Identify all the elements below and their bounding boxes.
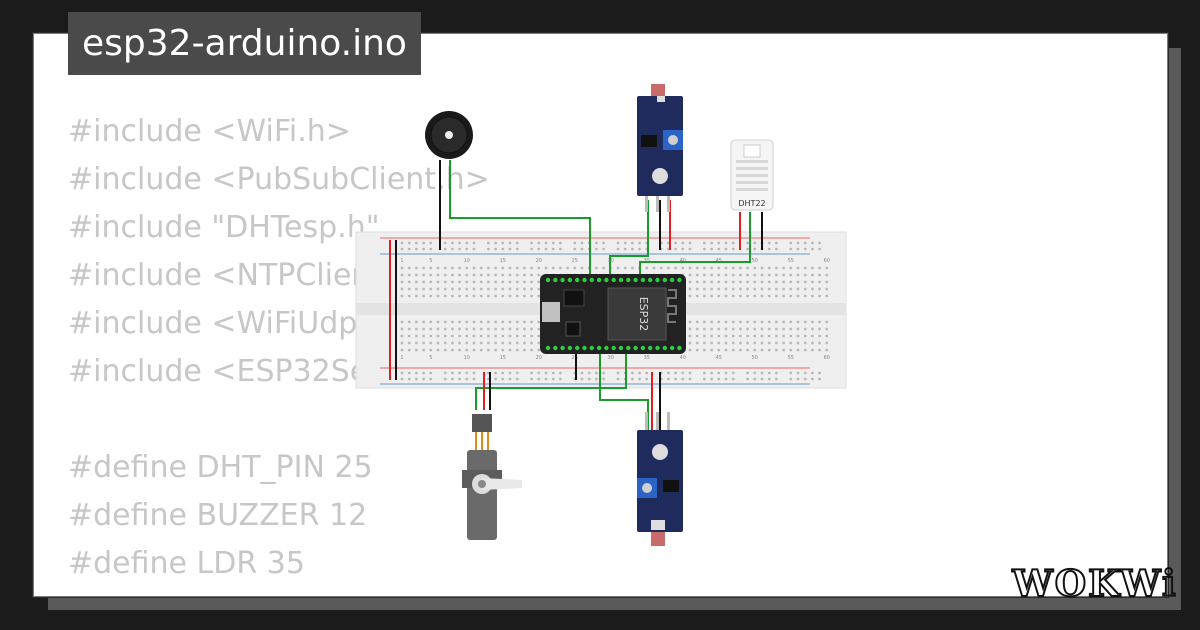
breadboard-column-label: 50: [752, 355, 758, 361]
esp32-pin: [626, 277, 631, 283]
esp32-pin: [567, 345, 573, 351]
esp32-pins: [545, 277, 682, 351]
esp32-pin: [677, 277, 682, 283]
breadboard-column-label: 25: [572, 355, 578, 361]
code-preview: #include <WiFi.h> #include <PubSubClient.…: [68, 108, 490, 596]
esp32-pin: [567, 277, 573, 283]
ldr-sensor-top: [637, 84, 683, 212]
code-line: #define DHT_PIN 25: [68, 450, 373, 485]
esp32-pin: [662, 345, 667, 351]
esp32-pin: [655, 345, 660, 351]
breadboard-column-label: 20: [536, 355, 542, 361]
breadboard-column-label: 40: [680, 355, 686, 361]
code-line: #define MOTOR 13: [68, 588, 490, 596]
esp32-pin: [553, 345, 558, 351]
code-line: #include "DHTesp.h": [68, 210, 380, 245]
wires: [389, 160, 763, 430]
wire-ldr-top-signal: [609, 200, 649, 278]
esp32-pin: [589, 345, 594, 351]
breadboard-column-label: 50: [752, 258, 758, 264]
wokwi-logo: WOKWi: [1010, 562, 1177, 606]
esp32-pin: [611, 345, 616, 351]
breadboard-column-label: 55: [788, 355, 794, 361]
esp32-pin: [604, 277, 609, 283]
esp32-pin: [582, 277, 587, 283]
esp32-pin: [575, 277, 580, 283]
code-line: #include <WiFi.h>: [68, 114, 351, 149]
esp32-pin: [582, 345, 587, 351]
esp32-pin: [662, 277, 667, 283]
servo-motor: [462, 414, 522, 540]
file-title: esp32-arduino.ino: [68, 12, 421, 75]
esp32-pin: [648, 345, 653, 351]
breadboard-column-label: 45: [716, 355, 722, 361]
wire-dht-data: [639, 212, 751, 278]
esp32-pin: [545, 345, 551, 351]
breadboard-column-label: 60: [824, 258, 830, 264]
breadboard-column-label: 60: [824, 355, 830, 361]
esp32-pin: [669, 345, 675, 351]
wokwi-logo-text: WOKWi: [1011, 563, 1177, 605]
breadboard-column-label: 20: [536, 258, 542, 264]
esp32-pin: [560, 277, 565, 283]
dht22-label: DHT22: [738, 199, 765, 208]
esp32-pin: [560, 345, 565, 351]
code-line: #define LDR 35: [68, 546, 305, 581]
esp32-pin: [596, 345, 602, 351]
ldr-sensor-bottom: [637, 412, 683, 546]
esp32-pin: [633, 277, 638, 283]
breadboard-column-label: 1: [400, 355, 403, 361]
breadboard-column-label: 30: [608, 355, 614, 361]
breadboard-column-label: 5: [429, 258, 432, 264]
esp32-pin: [553, 277, 558, 283]
breadboard-column-label: 55: [788, 258, 794, 264]
esp32-pin: [618, 345, 624, 351]
breadboard-column-label: 5: [429, 355, 432, 361]
breadboard-column-label: 15: [500, 355, 506, 361]
esp32-pin: [626, 345, 631, 351]
esp32-pin: [618, 277, 624, 283]
esp32-pin: [655, 277, 660, 283]
esp32-pin: [640, 345, 646, 351]
breadboard-column-label: 10: [464, 355, 470, 361]
breadboard-column-label: 35: [644, 355, 650, 361]
buzzer: [425, 111, 473, 159]
esp32-pin: [640, 277, 646, 283]
breadboard-column-label: 15: [500, 258, 506, 264]
esp32-pin: [669, 277, 675, 283]
esp32-label: ESP32: [637, 297, 650, 332]
esp32-pin: [589, 277, 594, 283]
esp32-pin: [545, 277, 551, 283]
dht22-sensor: DHT22: [730, 139, 774, 211]
esp32-pin: [575, 345, 580, 351]
breadboard-column-label: 1: [400, 258, 403, 264]
breadboard-column-label: 10: [464, 258, 470, 264]
breadboard-holes: [400, 241, 829, 381]
esp32-pin: [677, 345, 682, 351]
esp32-pin: [604, 345, 609, 351]
code-line: #include <PubSubClient.h>: [68, 162, 490, 197]
esp32-pin: [633, 345, 638, 351]
breadboard-column-label: 25: [572, 258, 578, 264]
wire-servo-signal: [475, 352, 627, 410]
esp32-pin: [611, 277, 616, 283]
esp32-pin: [648, 277, 653, 283]
esp32-board: ESP32: [540, 274, 686, 354]
wire-buzzer-signal: [449, 160, 591, 278]
esp32-pin: [596, 277, 602, 283]
code-line: #define BUZZER 12: [68, 498, 368, 533]
